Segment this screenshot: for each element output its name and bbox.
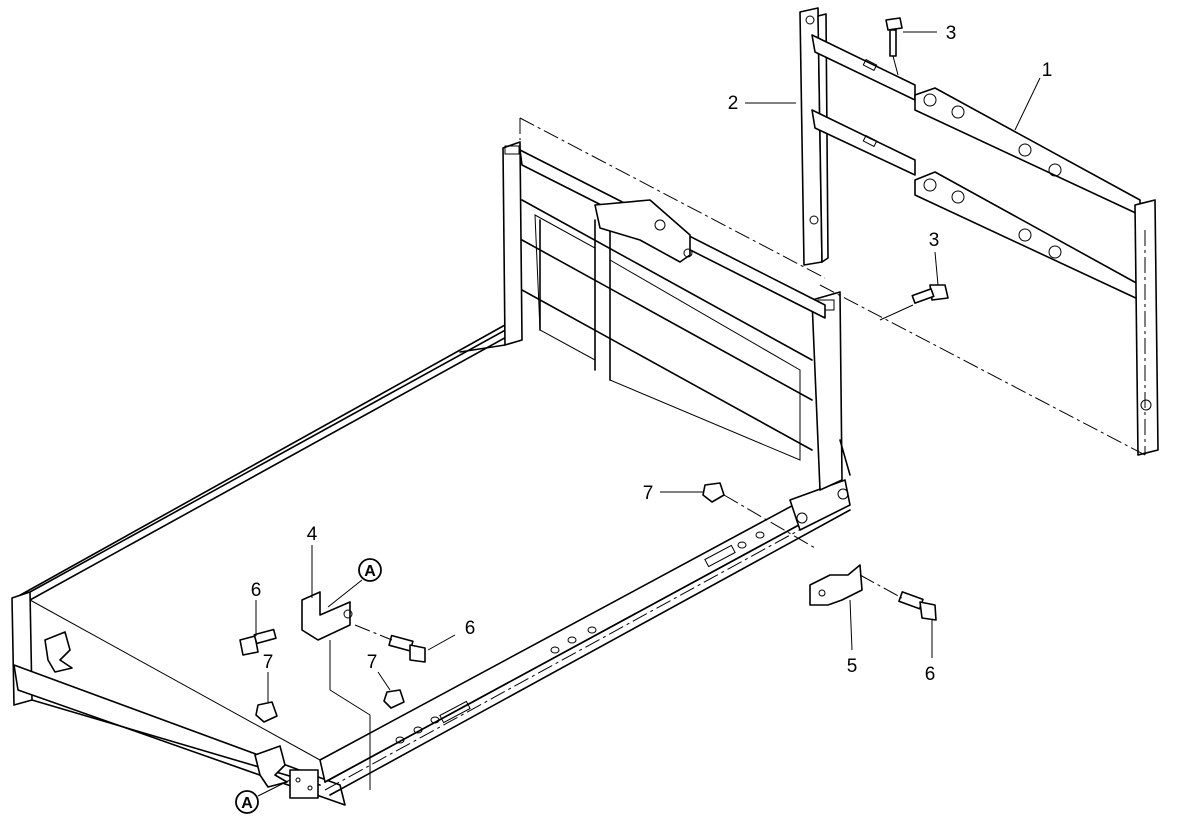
frame-bolt-dots bbox=[923, 93, 1152, 411]
bracket-5 bbox=[809, 564, 863, 606]
reference-mark-a-bottom: A bbox=[235, 790, 259, 814]
callout-7-right: 7 bbox=[367, 652, 378, 673]
nut-7-left bbox=[255, 701, 278, 723]
bolt-3-right bbox=[879, 284, 949, 321]
nut-7-right bbox=[383, 689, 405, 709]
callout-6-middle: 6 bbox=[465, 618, 476, 639]
reference-mark-a-top-label: A bbox=[364, 563, 376, 580]
bracket-4 bbox=[301, 591, 371, 790]
callout-3-top: 3 bbox=[946, 23, 957, 44]
part-1-gate-frame bbox=[819, 87, 1159, 456]
bolt-6-right bbox=[859, 574, 937, 621]
callout-7-left: 7 bbox=[263, 652, 274, 673]
truck-bed-platform bbox=[11, 321, 851, 806]
reference-mark-a-bottom-label: A bbox=[241, 795, 253, 812]
bolt-6-middle bbox=[354, 624, 426, 663]
callout-3-right: 3 bbox=[929, 230, 940, 251]
headboard-gate bbox=[459, 117, 851, 491]
nut-7-top bbox=[702, 482, 816, 549]
leader-lines bbox=[255, 31, 1041, 797]
part-2-post-frame bbox=[799, 7, 916, 266]
callout-6-right: 6 bbox=[925, 664, 936, 685]
callout-7-top: 7 bbox=[643, 483, 654, 504]
callout-5: 5 bbox=[847, 656, 858, 677]
callout-2: 2 bbox=[728, 93, 739, 114]
callout-4: 4 bbox=[307, 524, 318, 545]
callout-1: 1 bbox=[1042, 60, 1053, 81]
bolt-3-top bbox=[885, 17, 903, 76]
bolt-6-left bbox=[239, 628, 277, 656]
reference-mark-a-top: A bbox=[358, 558, 382, 582]
callout-6-left: 6 bbox=[251, 580, 262, 601]
